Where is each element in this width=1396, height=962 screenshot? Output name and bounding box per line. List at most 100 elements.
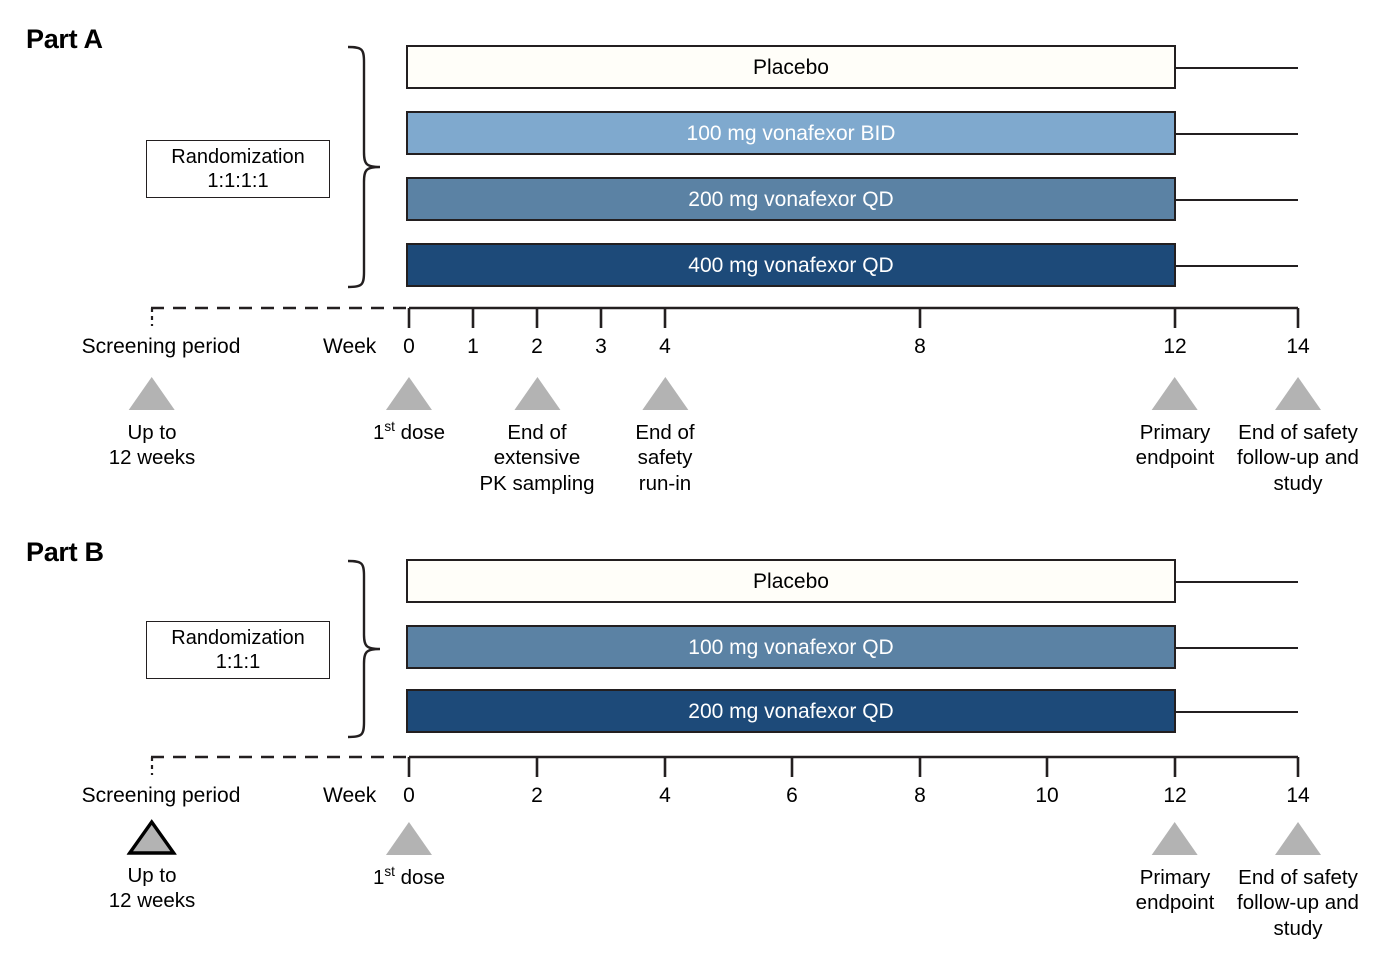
marker-note: End of safety run-in <box>635 420 694 496</box>
part-a-arm-400mg-qd: 400 mg vonafexor QD <box>406 243 1176 287</box>
part-a-arm-200mg-qd: 200 mg vonafexor QD <box>406 177 1176 221</box>
marker-note: End of extensive PK sampling <box>479 420 594 496</box>
marker-note-line2: follow-up and <box>1237 891 1359 915</box>
triangle-marker-icon <box>1151 377 1198 410</box>
part-b-marker-screening: Up to 12 weeks <box>109 819 196 914</box>
part-b-tick-2: 2 <box>531 784 543 807</box>
part-b-followup-line-200mg <box>1176 711 1298 713</box>
triangle-marker-icon <box>385 822 432 855</box>
part-a-timeline-axis <box>150 306 1300 328</box>
part-a-marker-first-dose: 1st dose <box>373 377 445 445</box>
part-b-tick-0: 0 <box>403 784 415 807</box>
arm-label: Placebo <box>753 55 829 79</box>
triangle-marker-icon <box>1274 377 1321 410</box>
marker-note: 1st dose <box>373 865 445 890</box>
marker-note: Up to 12 weeks <box>109 420 196 471</box>
marker-note-line1: 1st dose <box>372 419 446 444</box>
part-a-tick-3: 3 <box>595 335 607 358</box>
arm-label: Placebo <box>753 569 829 593</box>
triangle-marker-icon <box>385 377 432 410</box>
arm-label: 200 mg vonafexor QD <box>688 699 894 723</box>
part-b-week-word: Week <box>323 784 377 807</box>
arm-label: 100 mg vonafexor BID <box>686 121 896 145</box>
marker-note-line1: Primary <box>1139 866 1211 889</box>
part-a-tick-1: 1 <box>467 335 479 358</box>
part-a-tick-0: 0 <box>403 335 415 358</box>
marker-note-line3: study <box>1273 471 1323 495</box>
marker-note-line1: Up to <box>127 421 177 444</box>
part-b-arm-placebo: Placebo <box>406 559 1176 603</box>
marker-note: End of safety follow-up and study <box>1237 865 1359 941</box>
marker-note-line1: Up to <box>127 864 177 887</box>
part-a-marker-end-of-study: End of safety follow-up and study <box>1237 377 1359 496</box>
randomization-label-line1: Randomization <box>171 145 305 168</box>
part-a-marker-screening: Up to 12 weeks <box>109 377 196 471</box>
marker-note-line3: PK sampling <box>479 471 595 495</box>
marker-note-line2: follow-up and <box>1237 446 1359 470</box>
marker-note-line1: Primary <box>1139 421 1211 444</box>
marker-note-line1: End of <box>507 421 567 444</box>
part-b-tick-6: 6 <box>786 784 798 807</box>
arm-label: 100 mg vonafexor QD <box>688 635 894 659</box>
randomization-label-line1: Randomization <box>171 626 305 649</box>
part-b-randomization-brace <box>347 559 381 739</box>
part-b-title: Part B <box>26 537 104 567</box>
marker-note-line3: run-in <box>638 471 692 495</box>
part-a-week-word: Week <box>323 335 377 358</box>
marker-note-line1: End of <box>635 421 695 444</box>
triangle-marker-icon <box>1151 822 1198 855</box>
part-a-tick-8: 8 <box>914 335 926 358</box>
part-b-arm-100mg-qd: 100 mg vonafexor QD <box>406 625 1176 669</box>
part-b-marker-end-of-study: End of safety follow-up and study <box>1237 822 1359 941</box>
marker-note-line1: End of safety <box>1238 421 1358 444</box>
part-a-title: Part A <box>26 24 103 54</box>
marker-note-line3: study <box>1273 916 1323 940</box>
part-b-timeline-axis <box>150 755 1300 777</box>
arm-label: 400 mg vonafexor QD <box>688 253 894 277</box>
marker-note-line2: endpoint <box>1135 891 1215 915</box>
part-b-tick-14: 14 <box>1286 784 1310 807</box>
part-a-tick-4: 4 <box>659 335 671 358</box>
triangle-marker-icon <box>642 377 688 410</box>
marker-note-line1: 1st dose <box>372 864 446 889</box>
part-a-marker-end-pk-sampling: End of extensive PK sampling <box>479 377 595 496</box>
part-a-screening-period-label: Screening period <box>81 335 241 358</box>
part-b-tick-4: 4 <box>659 784 671 807</box>
part-a-followup-line-placebo <box>1176 67 1298 69</box>
part-b-followup-line-100mg <box>1176 647 1298 649</box>
part-b-tick-12: 12 <box>1163 784 1187 807</box>
randomization-ratio: 1:1:1:1 <box>207 170 269 192</box>
part-a-tick-12: 12 <box>1163 335 1187 358</box>
arm-label: 200 mg vonafexor QD <box>688 187 894 211</box>
marker-note: Primary endpoint <box>1136 865 1215 916</box>
marker-note: Primary endpoint <box>1136 420 1215 471</box>
part-b-screening-period-label: Screening period <box>81 784 241 807</box>
part-a-randomization-brace <box>347 45 381 289</box>
part-b-tick-8: 8 <box>914 784 926 807</box>
marker-note-line2: extensive <box>493 446 581 470</box>
triangle-marker-outlined-icon <box>126 819 177 855</box>
marker-note-line2: safety <box>637 446 693 470</box>
part-a-followup-line-400mg <box>1176 265 1298 267</box>
triangle-marker-icon <box>128 377 175 410</box>
marker-note: Up to 12 weeks <box>109 863 196 914</box>
part-a-marker-end-safety-runin: End of safety run-in <box>635 377 695 496</box>
part-a-tick-14: 14 <box>1286 335 1310 358</box>
marker-note-line2: endpoint <box>1135 446 1215 470</box>
part-a-marker-primary-endpoint: Primary endpoint <box>1136 377 1215 471</box>
marker-note-line2: 12 weeks <box>108 446 196 470</box>
part-b-marker-primary-endpoint: Primary endpoint <box>1136 822 1215 916</box>
part-a-followup-line-200mg <box>1176 199 1298 201</box>
part-b-followup-line-placebo <box>1176 581 1298 583</box>
part-a-randomization-box: Randomization 1:1:1:1 <box>146 140 330 198</box>
marker-note-line2: 12 weeks <box>108 889 196 913</box>
marker-note: End of safety follow-up and study <box>1237 420 1359 496</box>
part-a-followup-line-100mg <box>1176 133 1298 135</box>
triangle-marker-icon <box>514 377 560 410</box>
triangle-marker-icon <box>1274 822 1321 855</box>
part-a-arm-placebo: Placebo <box>406 45 1176 89</box>
part-b-tick-10: 10 <box>1035 784 1059 807</box>
marker-note: 1st dose <box>373 420 445 445</box>
randomization-ratio: 1:1:1 <box>215 651 261 673</box>
